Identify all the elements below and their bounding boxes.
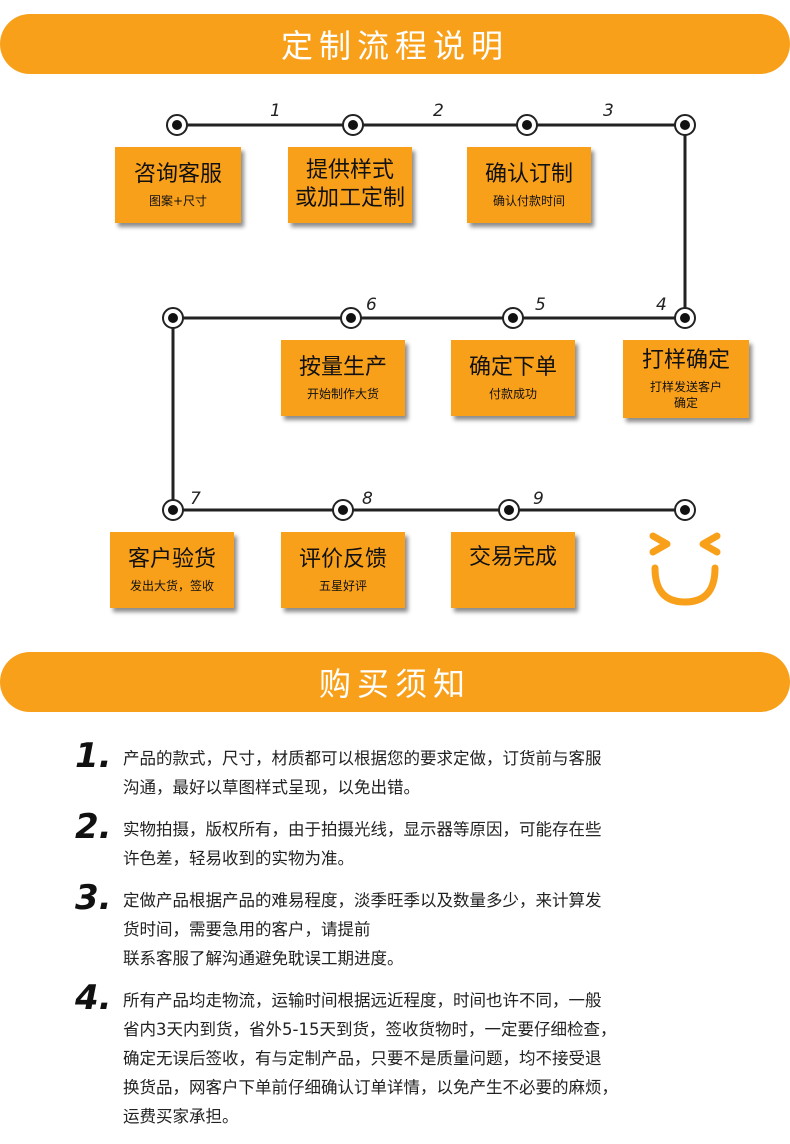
step-title: 评价反馈 bbox=[298, 547, 387, 572]
step-subtitle: 发出大货，签收 bbox=[129, 579, 214, 593]
step-number: 5 bbox=[535, 295, 546, 315]
flow-node bbox=[674, 307, 696, 329]
step-number: 7 bbox=[190, 489, 201, 509]
step-number: 2 bbox=[433, 101, 444, 121]
notice-text: 实物拍摄，版权所有，由于拍摄光线，显示器等原因，可能存在些 许色差，轻易收到的实… bbox=[123, 820, 602, 868]
flow-node bbox=[502, 307, 524, 329]
flow-node bbox=[340, 307, 362, 329]
step-title: 提供样式 或加工定制 bbox=[294, 158, 405, 211]
step-title: 确认订制 bbox=[484, 162, 573, 187]
step-subtitle: 打样发送客户 确定 bbox=[649, 380, 722, 410]
notice-number: 4. bbox=[75, 978, 112, 1018]
step-title: 确定下单 bbox=[468, 355, 557, 380]
flow-node bbox=[162, 499, 184, 521]
step-title: 咨询客服 bbox=[133, 162, 222, 187]
section-title: 定制流程说明 bbox=[280, 27, 509, 65]
step-subtitle: 付款成功 bbox=[488, 387, 537, 401]
smiley-face-icon bbox=[649, 532, 721, 606]
step-title: 按量生产 bbox=[298, 355, 387, 380]
step-box: 打样确定 打样发送客户 确定 bbox=[623, 340, 749, 418]
step-title: 交易完成 bbox=[468, 545, 557, 570]
notice-number: 3. bbox=[75, 878, 112, 918]
process-flow-lines bbox=[171, 123, 687, 512]
step-number: 9 bbox=[533, 489, 544, 509]
notice-text: 产品的款式，尺寸，材质都可以根据您的要求定做，订货前与客服 沟通，最好以草图样式… bbox=[123, 749, 602, 797]
notice-number: 2. bbox=[75, 807, 112, 847]
step-subtitle: 图案+尺寸 bbox=[148, 194, 208, 208]
step-title: 打样确定 bbox=[641, 348, 730, 373]
flow-node bbox=[516, 114, 538, 136]
step-number: 4 bbox=[656, 295, 667, 315]
step-number: 6 bbox=[366, 295, 377, 315]
step-title: 客户验货 bbox=[127, 547, 216, 572]
flow-node bbox=[162, 307, 184, 329]
step-number: 1 bbox=[270, 101, 281, 121]
step-subtitle: 五星好评 bbox=[318, 579, 367, 593]
step-box: 咨询客服 图案+尺寸 bbox=[115, 147, 241, 223]
flow-node bbox=[342, 114, 364, 136]
step-number: 8 bbox=[362, 489, 373, 509]
section-banner-notice: 购买须知 bbox=[0, 652, 790, 712]
step-box: 确认订制 确认付款时间 bbox=[467, 147, 591, 223]
flow-node bbox=[674, 114, 696, 136]
step-subtitle: 开始制作大货 bbox=[306, 387, 379, 401]
section-banner-process: 定制流程说明 bbox=[0, 14, 790, 74]
notice-number: 1. bbox=[75, 736, 112, 776]
step-box: 按量生产 开始制作大货 bbox=[281, 340, 405, 416]
notice-text: 定做产品根据产品的难易程度，淡季旺季以及数量多少，来计算发 货时间，需要急用的客… bbox=[123, 891, 602, 968]
section-title: 购买须知 bbox=[318, 665, 471, 703]
step-subtitle: 确认付款时间 bbox=[492, 194, 565, 208]
notice-text: 所有产品均走物流，运输时间根据远近程度，时间也许不同，一般 省内3天内到货，省外… bbox=[123, 991, 618, 1126]
flow-node bbox=[674, 499, 696, 521]
flow-node bbox=[332, 499, 354, 521]
flow-node bbox=[498, 499, 520, 521]
flow-node bbox=[166, 114, 188, 136]
step-box: 提供样式 或加工定制 bbox=[288, 147, 412, 223]
step-box: 客户验货 发出大货，签收 bbox=[110, 532, 234, 608]
step-number: 3 bbox=[603, 101, 614, 121]
step-box: 确定下单 付款成功 bbox=[451, 340, 575, 416]
step-box: 评价反馈 五星好评 bbox=[281, 532, 405, 608]
step-box: 交易完成 bbox=[451, 532, 575, 608]
